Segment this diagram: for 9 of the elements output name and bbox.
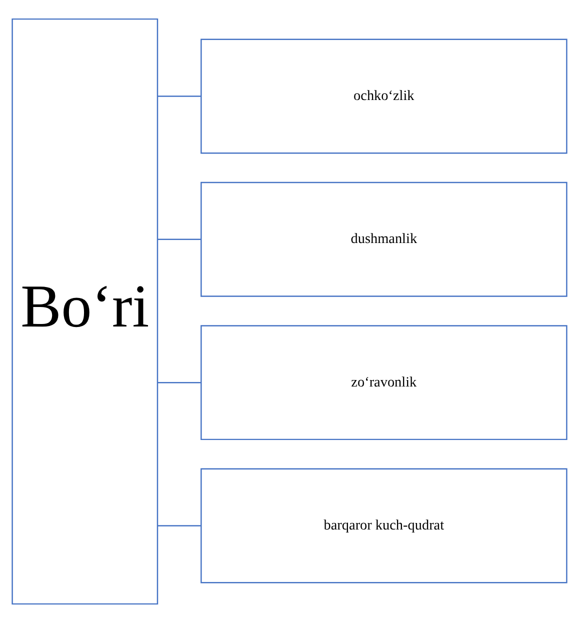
node-box: barqaror kuch-qudrat [200,468,568,583]
connector [158,95,201,96]
node-box: zo‘ravonlik [200,324,568,440]
connector [158,238,201,240]
node-box: dushmanlik [200,181,568,296]
connector [158,381,201,383]
node-box: ochko‘zlik [200,38,568,154]
node-box: Bo‘ri [12,18,158,604]
connector [158,524,201,526]
